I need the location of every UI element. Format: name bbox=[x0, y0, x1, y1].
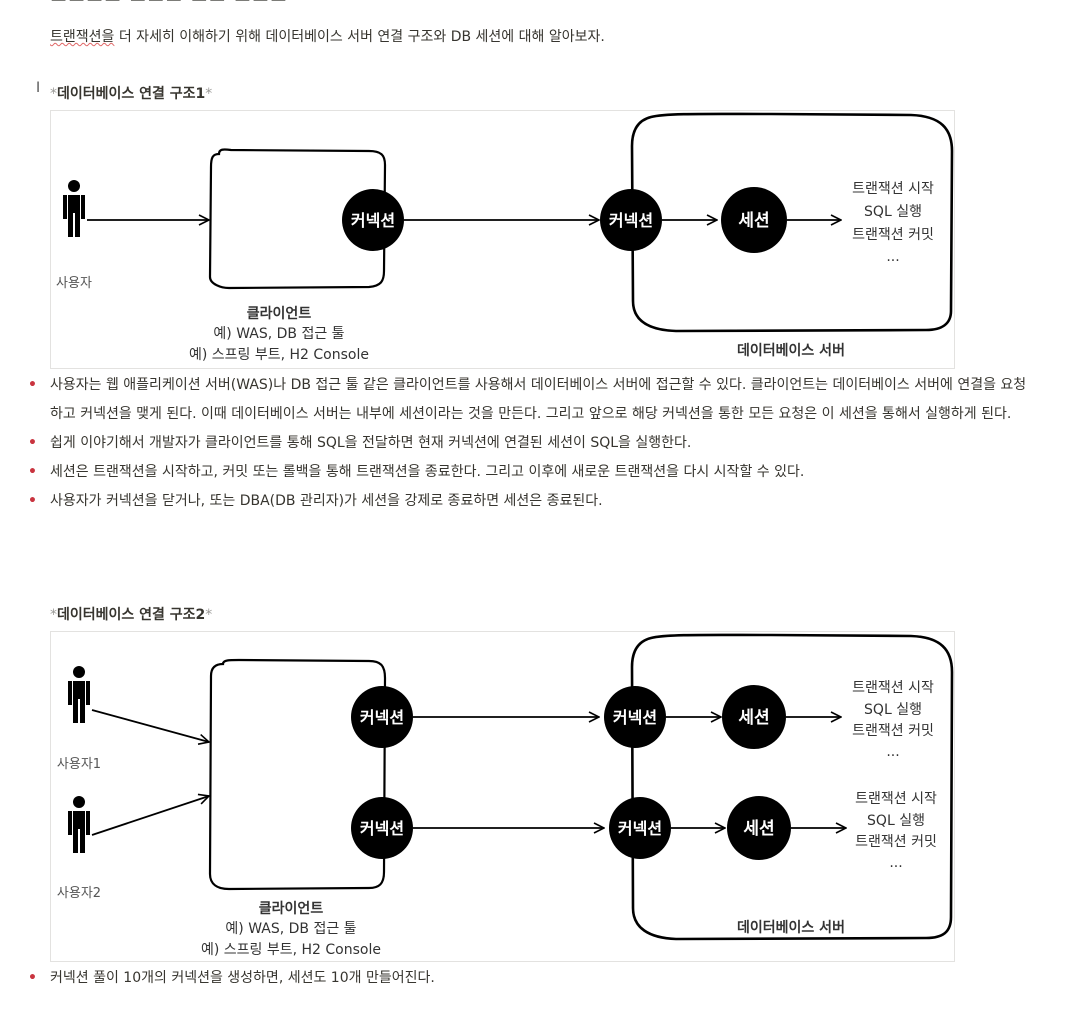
bullet-icon: • bbox=[28, 970, 37, 986]
session-node-1 bbox=[722, 685, 786, 749]
db-server-box bbox=[630, 633, 954, 941]
intro-text: 더 자세히 이해하기 위해 데이터베이스 서버 연결 구조와 DB 세션에 대해… bbox=[114, 29, 605, 45]
user-icon bbox=[63, 180, 85, 237]
caption-star: * bbox=[50, 607, 57, 623]
spellcheck-word: 트랜잭션을 bbox=[50, 29, 115, 45]
list-item: • 세션은 트랜잭션을 시작하고, 커밋 또는 롤백을 통해 트랜잭션을 종료한다… bbox=[28, 458, 1028, 487]
db-connection-node-2 bbox=[609, 797, 671, 859]
tx-line: 트랜잭션 커밋 bbox=[852, 723, 934, 739]
user-label: 사용자 bbox=[56, 276, 92, 291]
connection-label: 커넥션 bbox=[360, 708, 404, 727]
explanation-list-1: • 사용자는 웹 애플리케이션 서버(WAS)나 DB 접근 툴 같은 클라이언트… bbox=[28, 371, 1028, 516]
tx-line: 트랜잭션 시작 bbox=[852, 181, 934, 197]
tx-line: SQL 실행 bbox=[864, 702, 922, 718]
list-item-text: 커넥션 풀이 10개의 커넥션을 생성하면, 세션도 10개 만들어진다. bbox=[50, 970, 435, 986]
connection-label: 커넥션 bbox=[618, 819, 662, 838]
explanation-list-2: • 커넥션 풀이 10개의 커넥션을 생성하면, 세션도 10개 만들어진다. bbox=[28, 964, 1028, 993]
intro-paragraph: 트랜잭션을 더 자세히 이해하기 위해 데이터베이스 서버 연결 구조와 DB … bbox=[50, 27, 605, 47]
list-item: • 커넥션 풀이 10개의 커넥션을 생성하면, 세션도 10개 만들어진다. bbox=[28, 964, 1028, 993]
bullet-icon: • bbox=[28, 464, 37, 480]
client-connection-node-2 bbox=[351, 797, 413, 859]
text-cursor-icon: I bbox=[36, 80, 41, 96]
client-box bbox=[208, 148, 387, 290]
user1-icon bbox=[68, 666, 90, 723]
list-item-text: 쉽게 이야기해서 개발자가 클라이언트를 통해 SQL을 전달하면 현재 커넥션… bbox=[50, 435, 692, 451]
client-title: 클라이언트 bbox=[259, 900, 324, 917]
connection-label: 커넥션 bbox=[360, 819, 404, 838]
caption-star: * bbox=[50, 86, 57, 102]
session-node bbox=[721, 187, 787, 253]
tx-line: ... bbox=[889, 855, 902, 871]
tx-line: SQL 실행 bbox=[867, 813, 925, 829]
caption-text: 데이터베이스 연결 구조1 bbox=[57, 86, 206, 102]
bullet-icon: • bbox=[28, 377, 37, 393]
client-title: 클라이언트 bbox=[247, 305, 312, 322]
tx-line: ... bbox=[886, 744, 899, 760]
user2-to-client-arrow bbox=[91, 796, 209, 836]
db-connection-node-1 bbox=[604, 686, 666, 748]
client-box bbox=[208, 658, 387, 891]
caption-text: 데이터베이스 연결 구조2 bbox=[57, 607, 206, 623]
user1-to-client-arrow bbox=[91, 709, 209, 742]
figure2-caption: *데이터베이스 연결 구조2* bbox=[50, 605, 212, 625]
figure1-diagram: 사용자 커넥션 클라이언트 예) WAS, DB 접근 툴 예) 스프링 부트,… bbox=[50, 110, 955, 369]
client-connection-node bbox=[342, 189, 404, 251]
user1-label: 사용자1 bbox=[57, 757, 101, 772]
tx-line: 트랜잭션 시작 bbox=[855, 791, 937, 807]
db-server-box bbox=[630, 112, 954, 333]
figure2-diagram: 사용자1 사용자2 커넥션 커넥션 클라이언트 예) WAS, DB 접근 툴 … bbox=[50, 631, 955, 962]
figure1-caption: *데이터베이스 연결 구조1* bbox=[50, 84, 212, 104]
caption-star: * bbox=[205, 607, 213, 623]
list-item-text: 사용자는 웹 애플리케이션 서버(WAS)나 DB 접근 툴 같은 클라이언트를… bbox=[50, 377, 1027, 422]
connection-label: 커넥션 bbox=[613, 708, 657, 727]
db-server-label: 데이터베이스 서버 bbox=[737, 919, 845, 936]
tx-line: 트랜잭션 커밋 bbox=[855, 834, 937, 850]
session-label: 세션 bbox=[743, 819, 774, 839]
tx-line: ... bbox=[886, 249, 899, 265]
session-label: 세션 bbox=[738, 708, 769, 728]
user2-icon bbox=[68, 796, 90, 853]
previous-heading-cut: ▬▬▬▬ ▬▬▬ ▬▬ ▬▬▬ bbox=[50, 0, 370, 2]
tx-line: 트랜잭션 시작 bbox=[852, 680, 934, 696]
list-item: • 쉽게 이야기해서 개발자가 클라이언트를 통해 SQL을 전달하면 현재 커넥… bbox=[28, 429, 1028, 458]
connection-label: 커넥션 bbox=[609, 211, 653, 230]
client-example-2: 예) 스프링 부트, H2 Console bbox=[201, 942, 381, 958]
list-item-text: 사용자가 커넥션을 닫거나, 또는 DBA(DB 관리자)가 세션을 강제로 종… bbox=[50, 493, 603, 509]
bullet-icon: • bbox=[28, 493, 37, 509]
session-node-2 bbox=[727, 796, 791, 860]
user2-label: 사용자2 bbox=[57, 886, 101, 901]
db-connection-node bbox=[600, 189, 662, 251]
client-example-1: 예) WAS, DB 접근 툴 bbox=[225, 921, 356, 937]
tx-line: SQL 실행 bbox=[864, 204, 922, 220]
client-example-1: 예) WAS, DB 접근 툴 bbox=[213, 326, 344, 342]
caption-star: * bbox=[205, 86, 213, 102]
tx-line: 트랜잭션 커밋 bbox=[852, 227, 934, 243]
connection-label: 커넥션 bbox=[351, 211, 395, 230]
client-connection-node-1 bbox=[351, 686, 413, 748]
list-item: • 사용자는 웹 애플리케이션 서버(WAS)나 DB 접근 툴 같은 클라이언트… bbox=[28, 371, 1028, 429]
bullet-icon: • bbox=[28, 435, 37, 451]
session-label: 세션 bbox=[738, 211, 769, 231]
db-server-label: 데이터베이스 서버 bbox=[737, 342, 845, 359]
list-item-text: 세션은 트랜잭션을 시작하고, 커밋 또는 롤백을 통해 트랜잭션을 종료한다.… bbox=[50, 464, 805, 480]
client-example-2: 예) 스프링 부트, H2 Console bbox=[189, 347, 369, 363]
list-item: • 사용자가 커넥션을 닫거나, 또는 DBA(DB 관리자)가 세션을 강제로 … bbox=[28, 487, 1028, 516]
